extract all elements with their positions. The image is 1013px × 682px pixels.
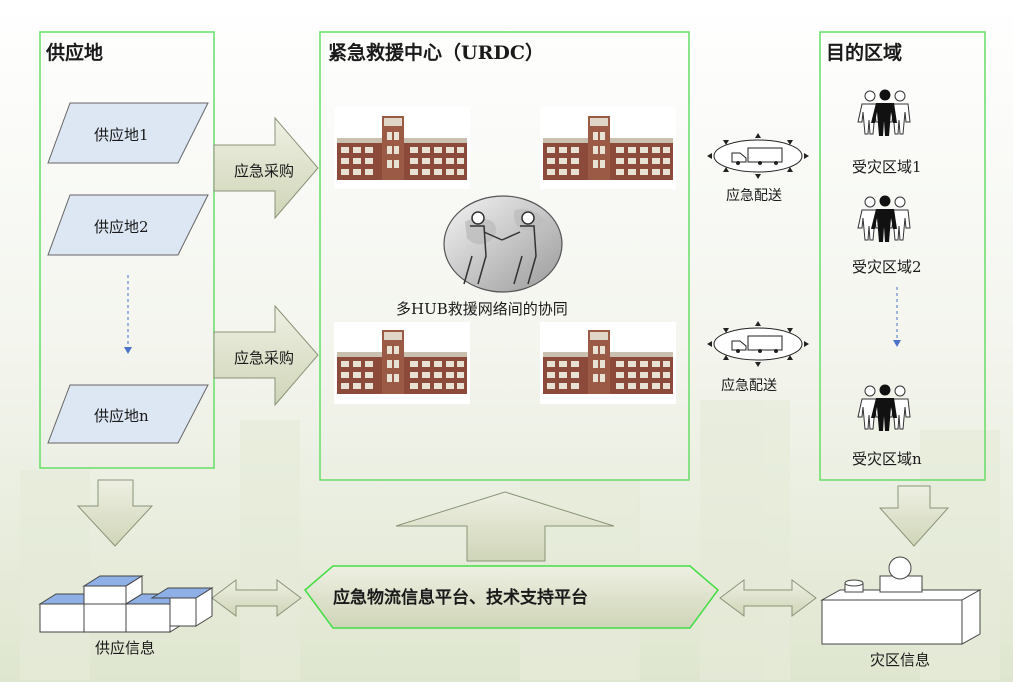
platform-label: 应急物流信息平台、技术支持平台 bbox=[333, 588, 588, 608]
disaster-area-1: 受灾区域1 bbox=[852, 158, 922, 176]
center-title: 紧急救援中心（URDC） bbox=[328, 42, 544, 64]
disaster-area-n: 受灾区域n bbox=[852, 450, 922, 468]
hub-collaboration-label: 多HUB救援网络间的协同 bbox=[396, 300, 568, 318]
delivery-label-1: 应急配送 bbox=[726, 188, 782, 204]
destination-title: 目的区域 bbox=[826, 42, 903, 64]
supply-info-label: 供应信息 bbox=[95, 639, 156, 657]
delivery-label-2: 应急配送 bbox=[721, 378, 777, 394]
procurement-label-1: 应急采购 bbox=[234, 162, 295, 180]
supply-title: 供应地 bbox=[46, 42, 104, 64]
disaster-info-label: 灾区信息 bbox=[870, 651, 931, 669]
supply-node-n: 供应地n bbox=[94, 407, 149, 425]
supply-node-1: 供应地1 bbox=[94, 126, 149, 144]
disaster-area-2: 受灾区域2 bbox=[852, 258, 922, 276]
procurement-label-2: 应急采购 bbox=[234, 349, 295, 367]
supply-node-2: 供应地2 bbox=[94, 218, 149, 236]
